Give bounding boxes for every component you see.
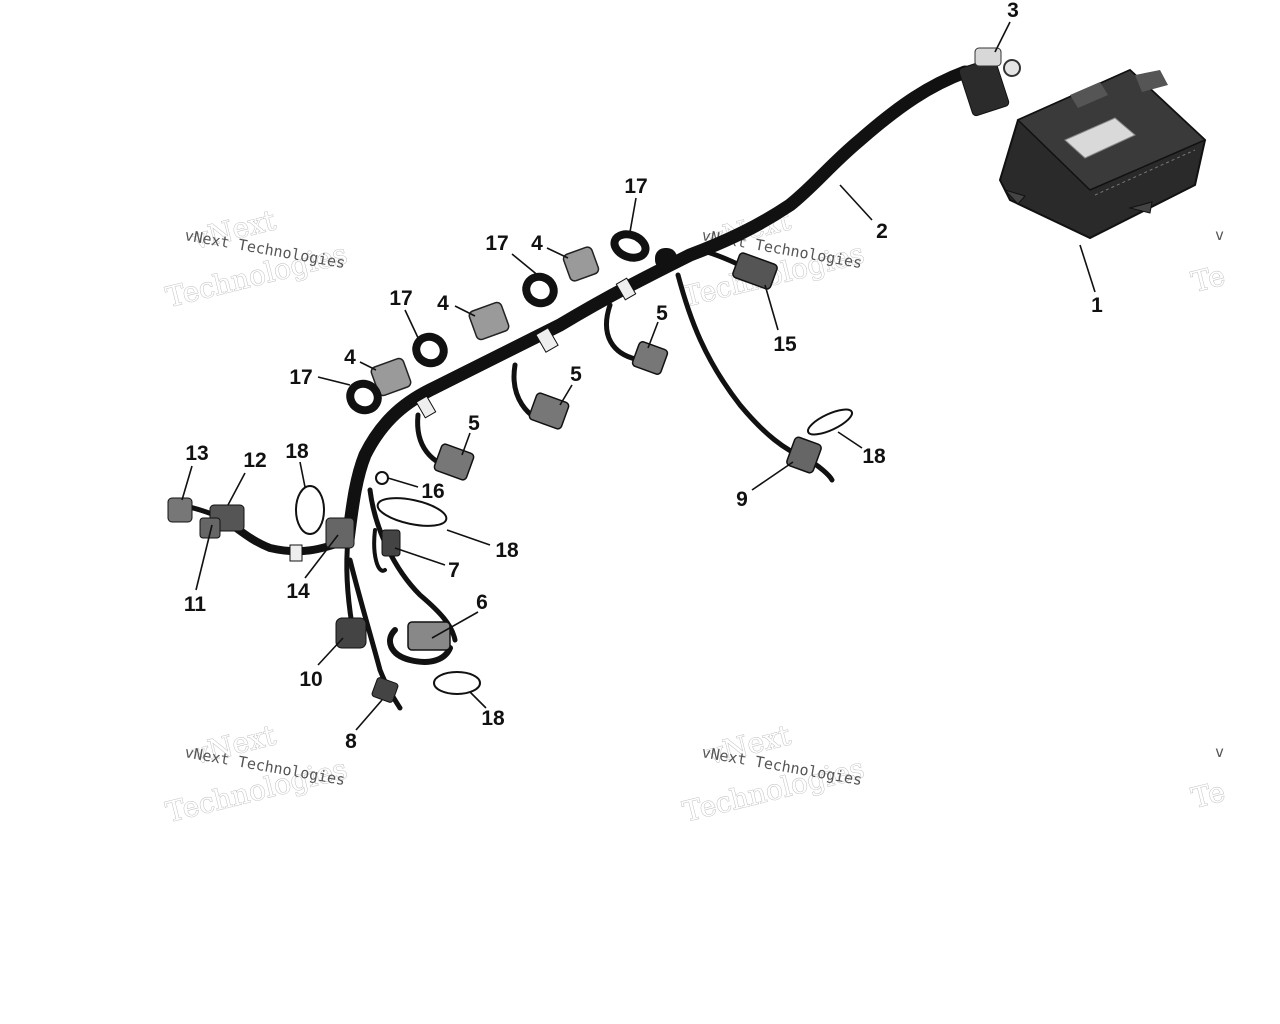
callout-18: 18 [285,440,309,463]
callout-16: 16 [421,480,444,503]
callout-4: 4 [531,232,543,255]
connector-14 [325,517,355,549]
cable-tie-group [295,230,854,695]
callout-5: 5 [468,412,480,435]
callout-8: 8 [345,730,357,753]
watermark-edge: Te [1188,259,1228,299]
connector-3 [958,47,1021,117]
watermark-edge: v [1215,226,1224,244]
watermark-edge: v [1215,743,1224,761]
connector-4 [370,357,412,397]
callout-13: 13 [185,442,208,465]
callout-labels: 1 2 3 4 4 4 5 5 5 6 7 8 9 10 11 12 13 14… [184,0,1103,753]
ecu-module [998,68,1207,240]
connector-10 [335,617,367,649]
connector-group [167,47,1021,703]
callout-1: 1 [1091,294,1103,317]
main-harness [177,65,972,711]
callout-9: 9 [736,488,748,511]
callout-17: 17 [624,175,647,198]
callout-17: 17 [485,232,508,255]
connector-11 [199,517,221,539]
callout-18: 18 [862,445,886,468]
callout-17: 17 [389,287,412,310]
callout-5: 5 [656,302,668,325]
callout-11: 11 [184,593,207,616]
connector-5 [433,443,475,481]
connector-8 [371,677,399,703]
callout-4: 4 [344,346,356,369]
callout-18: 18 [481,707,505,730]
connector-13 [167,497,193,523]
callout-12: 12 [243,449,266,472]
cable-tie-18 [376,497,448,527]
clip-17 [522,272,558,308]
clip-17 [412,332,448,368]
callout-18: 18 [495,539,519,562]
callout-7: 7 [448,559,460,582]
cable-tie-18 [806,408,854,436]
cable-tie-18 [295,485,325,535]
connector-6 [407,621,451,651]
callout-14: 14 [286,580,310,603]
connector-5 [631,341,669,375]
callout-15: 15 [773,333,797,356]
connector-9 [786,436,822,474]
callout-6: 6 [476,591,488,614]
watermark-edge: Te [1188,775,1228,815]
callout-5: 5 [570,363,582,386]
cable-tie-18 [433,671,481,695]
connector-4 [562,246,600,282]
callout-17: 17 [289,366,312,389]
ring-terminal-16 [375,471,389,485]
connector-4 [468,301,510,341]
clip-17 [610,230,650,262]
callout-4: 4 [437,292,449,315]
callout-2: 2 [876,220,888,243]
leader-lines [181,21,1096,731]
watermark-group: vNext Technologies vNext Technologies vN… [162,203,1229,830]
connector-7 [381,529,401,557]
callout-10: 10 [299,668,322,691]
clip-17 [346,379,382,415]
callout-3: 3 [1007,0,1019,22]
connector-5 [528,392,570,430]
connector-15 [732,252,778,290]
